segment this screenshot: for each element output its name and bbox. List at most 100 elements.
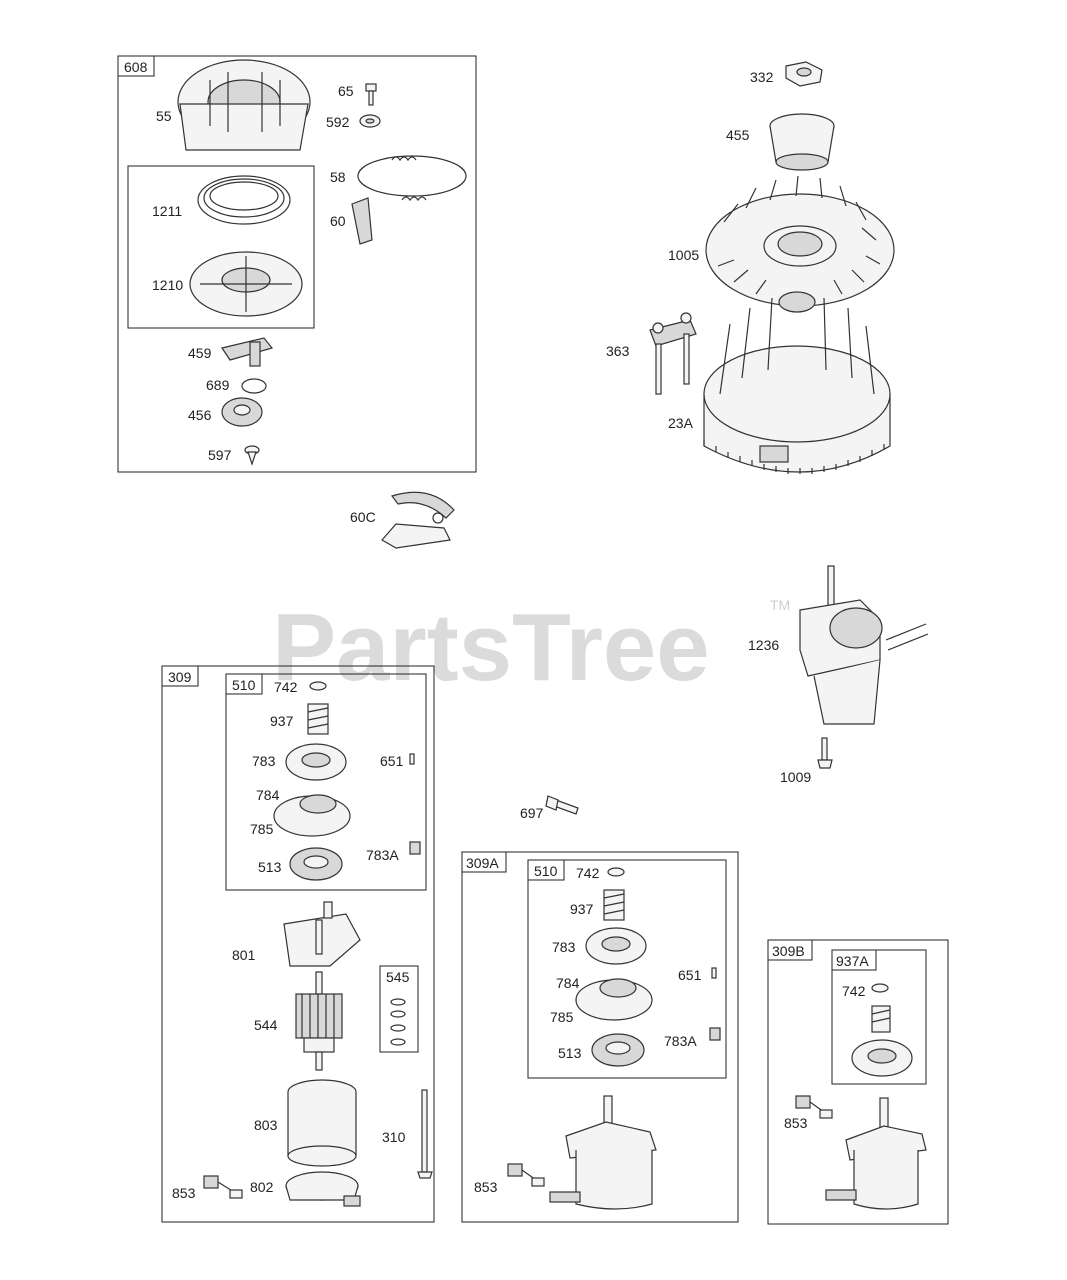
gear-783b-part[interactable]: [585, 927, 647, 965]
starter-housing-part[interactable]: [177, 59, 311, 151]
label-783A-a: 783A: [366, 847, 399, 863]
box-608-inner: [127, 165, 315, 329]
box-937A-tab: [831, 949, 877, 971]
label-783-b: 783: [552, 939, 576, 955]
gear-shaft-937b-part[interactable]: [603, 889, 625, 921]
label-544: 544: [254, 1017, 278, 1033]
label-55: 55: [156, 108, 172, 124]
label-597: 597: [208, 447, 232, 463]
screw-651b-part[interactable]: [711, 967, 717, 979]
handle-60-part[interactable]: [351, 197, 373, 245]
box-510b-tab: [527, 859, 565, 881]
label-1210: 1210: [152, 277, 183, 293]
gear-937A-part[interactable]: [851, 1005, 913, 1077]
bushing-783Aa-part[interactable]: [409, 841, 421, 855]
through-bolt-310-part[interactable]: [417, 1089, 433, 1179]
label-803: 803: [254, 1117, 278, 1133]
end-cap-801-part[interactable]: [283, 901, 361, 967]
connector-853a-part[interactable]: [203, 1175, 243, 1199]
box-545: [379, 965, 419, 1053]
box-309A-title: 309A: [466, 855, 499, 871]
nut-332-part[interactable]: [785, 61, 823, 87]
drive-housing-784b-part[interactable]: [575, 978, 653, 1021]
label-853-a: 853: [172, 1185, 196, 1201]
label-651-a: 651: [380, 753, 404, 769]
washers-545-part[interactable]: [390, 998, 406, 1046]
label-689: 689: [206, 377, 230, 393]
label-783-a: 783: [252, 753, 276, 769]
label-742-b: 742: [576, 865, 600, 881]
label-784-a: 784: [256, 787, 280, 803]
box-510b: [527, 859, 727, 1079]
gear-783a-part[interactable]: [285, 743, 347, 781]
label-742-a: 742: [274, 679, 298, 695]
cap-742a-part[interactable]: [309, 681, 327, 691]
label-363: 363: [606, 343, 630, 359]
screw-597-part[interactable]: [244, 445, 260, 466]
box-545-title: 545: [386, 969, 410, 985]
box-309B: [767, 939, 949, 1225]
label-802: 802: [250, 1179, 274, 1195]
box-510b-title: 510: [534, 863, 558, 879]
screw-651a-part[interactable]: [409, 753, 415, 765]
starter-motor-309A-part[interactable]: [549, 1095, 657, 1210]
bracket-363-part[interactable]: [649, 312, 697, 395]
cap-742c-part[interactable]: [871, 983, 889, 993]
bushing-783Ab-part[interactable]: [709, 1027, 721, 1041]
box-309B-tab: [767, 939, 813, 961]
box-937A-title: 937A: [836, 953, 869, 969]
box-309A-tab: [461, 851, 507, 873]
label-592: 592: [326, 114, 350, 130]
label-456: 456: [188, 407, 212, 423]
box-309B-title: 309B: [772, 943, 805, 959]
label-742-c: 742: [842, 983, 866, 999]
label-784-b: 784: [556, 975, 580, 991]
pawl-459-part[interactable]: [221, 337, 274, 367]
label-60C: 60C: [350, 509, 376, 525]
flywheel-fan-1005-part[interactable]: [705, 175, 895, 307]
ring-689-part[interactable]: [241, 378, 267, 394]
gear-shaft-937a-part[interactable]: [307, 703, 329, 735]
label-455: 455: [726, 127, 750, 143]
connector-853c-part[interactable]: [795, 1095, 833, 1119]
armature-544-part[interactable]: [295, 971, 343, 1071]
frame-803-part[interactable]: [287, 1079, 357, 1167]
box-608-tab: [117, 55, 155, 77]
screw-1009-part[interactable]: [817, 737, 833, 769]
bolt-65-part[interactable]: [365, 83, 377, 106]
clutch-513b-part[interactable]: [591, 1033, 645, 1067]
label-1005: 1005: [668, 247, 699, 263]
pulley-1210-part[interactable]: [189, 251, 303, 317]
label-1236: 1236: [748, 637, 779, 653]
watermark-trademark: TM: [770, 597, 790, 613]
end-cap-802-part[interactable]: [285, 1171, 361, 1207]
label-332: 332: [750, 69, 774, 85]
cup-455-part[interactable]: [769, 113, 835, 171]
box-608: [117, 55, 477, 473]
box-309-tab: [161, 665, 199, 687]
drive-housing-784a-part[interactable]: [273, 794, 351, 837]
starter-motor-309B-part[interactable]: [825, 1097, 927, 1210]
spring-58-part[interactable]: [357, 155, 467, 202]
label-1211: 1211: [152, 203, 182, 219]
flywheel-23A-part[interactable]: [703, 291, 891, 474]
cap-742b-part[interactable]: [607, 867, 625, 877]
label-853-c: 853: [784, 1115, 808, 1131]
label-801: 801: [232, 947, 256, 963]
label-651-b: 651: [678, 967, 702, 983]
label-937-a: 937: [270, 713, 294, 729]
label-853-b: 853: [474, 1179, 498, 1195]
assembly-1236-part[interactable]: [799, 565, 929, 725]
retainer-456-part[interactable]: [221, 397, 263, 427]
handle-assembly-60C-part[interactable]: [381, 491, 455, 549]
clutch-513a-part[interactable]: [289, 847, 343, 881]
box-608-title: 608: [124, 59, 148, 75]
recoil-spring-1211-part[interactable]: [197, 175, 291, 225]
label-785-a: 785: [250, 821, 274, 837]
nut-592-part[interactable]: [359, 114, 381, 128]
connector-853b-part[interactable]: [507, 1163, 545, 1187]
box-510a-title: 510: [232, 677, 256, 693]
label-513-b: 513: [558, 1045, 582, 1061]
label-513-a: 513: [258, 859, 282, 875]
bolt-697-part[interactable]: [545, 795, 579, 815]
